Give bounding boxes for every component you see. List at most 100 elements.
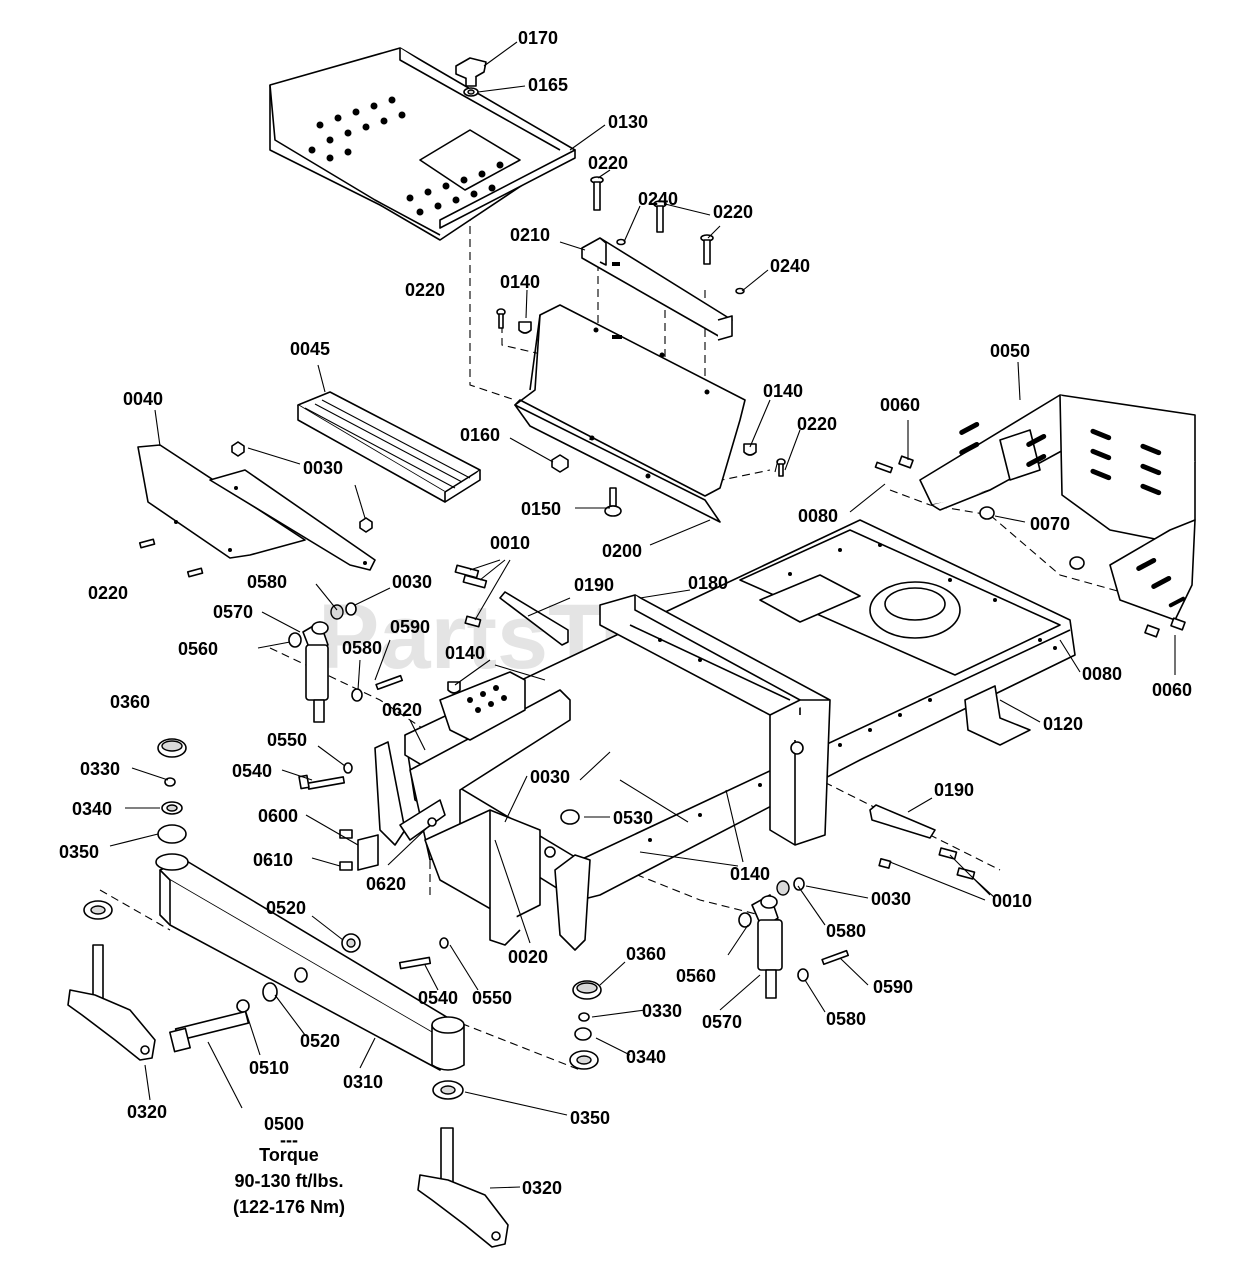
callout-0165[interactable]: 0165 xyxy=(528,75,568,95)
pivot-bracket-0600 xyxy=(357,741,446,871)
callout-0540[interactable]: 0540 xyxy=(418,988,458,1008)
callout-0320[interactable]: 0320 xyxy=(127,1102,167,1122)
bolt-0060-0080 xyxy=(874,455,1186,638)
caps-bearings xyxy=(83,738,602,1100)
callout-0320[interactable]: 0320 xyxy=(522,1178,562,1198)
callout-0150[interactable]: 0150 xyxy=(521,499,561,519)
nut-0165 xyxy=(463,87,479,97)
callout-0340[interactable]: 0340 xyxy=(72,799,112,819)
callout-0020[interactable]: 0020 xyxy=(508,947,548,967)
callout-0030[interactable]: 0030 xyxy=(303,458,343,478)
callout-0330[interactable]: 0330 xyxy=(642,1001,682,1021)
callout-0560[interactable]: 0560 xyxy=(676,966,716,986)
callout-0360[interactable]: 0360 xyxy=(110,692,150,712)
callout-0180[interactable]: 0180 xyxy=(688,573,728,593)
callout-0580[interactable]: 0580 xyxy=(342,638,382,658)
callout-0580[interactable]: 0580 xyxy=(826,1009,866,1029)
callout-0560[interactable]: 0560 xyxy=(178,639,218,659)
callout-0080[interactable]: 0080 xyxy=(1082,664,1122,684)
callout-0070[interactable]: 0070 xyxy=(1030,514,1070,534)
callout-0570[interactable]: 0570 xyxy=(213,602,253,622)
callout-0340[interactable]: 0340 xyxy=(626,1047,666,1067)
callout-0010[interactable]: 0010 xyxy=(992,891,1032,911)
callout-0240[interactable]: 0240 xyxy=(638,189,678,209)
callout-0030[interactable]: 0030 xyxy=(392,572,432,592)
bolts-0540-0590 xyxy=(298,674,850,970)
callout-0360[interactable]: 0360 xyxy=(626,944,666,964)
callout-0350[interactable]: 0350 xyxy=(59,842,99,862)
torque-note-title: Torque xyxy=(259,1145,319,1165)
callout-0330[interactable]: 0330 xyxy=(80,759,120,779)
callout-0220[interactable]: 0220 xyxy=(88,583,128,603)
callout-0520[interactable]: 0520 xyxy=(266,898,306,918)
callout-0570[interactable]: 0570 xyxy=(702,1012,742,1032)
floor-panel-0130 xyxy=(269,47,576,241)
callout-0220[interactable]: 0220 xyxy=(405,280,445,300)
callout-0200[interactable]: 0200 xyxy=(602,541,642,561)
callout-0050[interactable]: 0050 xyxy=(990,341,1030,361)
bolt-0010 xyxy=(454,564,976,880)
shock-0570-left xyxy=(302,621,329,723)
screw-0220 xyxy=(138,538,204,578)
washers xyxy=(236,602,809,1013)
callout-0220[interactable]: 0220 xyxy=(588,153,628,173)
callout-0610[interactable]: 0610 xyxy=(253,850,293,870)
callout-0130[interactable]: 0130 xyxy=(608,112,648,132)
callout-0080[interactable]: 0080 xyxy=(798,506,838,526)
callout-0190[interactable]: 0190 xyxy=(574,575,614,595)
callout-0520[interactable]: 0520 xyxy=(300,1031,340,1051)
callout-0600[interactable]: 0600 xyxy=(258,806,298,826)
callout-0060[interactable]: 0060 xyxy=(880,395,920,415)
knob-0170 xyxy=(455,57,487,87)
rear-fender-0050 xyxy=(919,394,1196,621)
callout-0240[interactable]: 0240 xyxy=(770,256,810,276)
callout-0045[interactable]: 0045 xyxy=(290,339,330,359)
bracket-0190 xyxy=(499,591,936,839)
callout-0120[interactable]: 0120 xyxy=(1043,714,1083,734)
callout-0590[interactable]: 0590 xyxy=(873,977,913,997)
callout-0310[interactable]: 0310 xyxy=(343,1072,383,1092)
callout-0040[interactable]: 0040 xyxy=(123,389,163,409)
callout-0510[interactable]: 0510 xyxy=(249,1058,289,1078)
callout-0190[interactable]: 0190 xyxy=(934,780,974,800)
front-frame-0020 xyxy=(409,671,591,951)
callout-0140[interactable]: 0140 xyxy=(763,381,803,401)
callout-0010[interactable]: 0010 xyxy=(490,533,530,553)
callout-0540[interactable]: 0540 xyxy=(232,761,272,781)
callout-0550[interactable]: 0550 xyxy=(472,988,512,1008)
callout-0220[interactable]: 0220 xyxy=(713,202,753,222)
front-axle-0310 xyxy=(155,853,465,1071)
callout-0350[interactable]: 0350 xyxy=(570,1108,610,1128)
callout-0220[interactable]: 0220 xyxy=(797,414,837,434)
callout-0620[interactable]: 0620 xyxy=(382,700,422,720)
callout-0160[interactable]: 0160 xyxy=(460,425,500,445)
callout-0170[interactable]: 0170 xyxy=(518,28,558,48)
callout-0030[interactable]: 0030 xyxy=(530,767,570,787)
callout-0500[interactable]: 0500 xyxy=(264,1114,304,1134)
bracket-0210 xyxy=(581,237,733,341)
callout-0210[interactable]: 0210 xyxy=(510,225,550,245)
callout-0140[interactable]: 0140 xyxy=(500,272,540,292)
torque-note-separator: --- xyxy=(280,1130,298,1150)
callout-0620[interactable]: 0620 xyxy=(366,874,406,894)
callout-0580[interactable]: 0580 xyxy=(826,921,866,941)
bolt-0150 xyxy=(604,487,622,517)
step-mat-0045 xyxy=(297,391,481,503)
shock-0570-right xyxy=(751,894,783,999)
bolt-0500 xyxy=(169,1010,250,1053)
callout-0140[interactable]: 0140 xyxy=(445,643,485,663)
spindle-0320-left xyxy=(67,944,156,1061)
callout-0030[interactable]: 0030 xyxy=(871,889,911,909)
callout-0580[interactable]: 0580 xyxy=(247,572,287,592)
torque-note-metric: (122-176 Nm) xyxy=(233,1197,345,1217)
callout-0530[interactable]: 0530 xyxy=(613,808,653,828)
plate-0200 xyxy=(514,304,746,523)
callout-0060[interactable]: 0060 xyxy=(1152,680,1192,700)
nut-0070 xyxy=(979,506,1085,570)
torque-note: --- Torque 90-130 ft/lbs. (122-176 Nm) xyxy=(233,1130,345,1217)
callout-0590[interactable]: 0590 xyxy=(390,617,430,637)
torque-note-imperial: 90-130 ft/lbs. xyxy=(234,1171,343,1191)
callout-0140[interactable]: 0140 xyxy=(730,864,770,884)
callout-0550[interactable]: 0550 xyxy=(267,730,307,750)
